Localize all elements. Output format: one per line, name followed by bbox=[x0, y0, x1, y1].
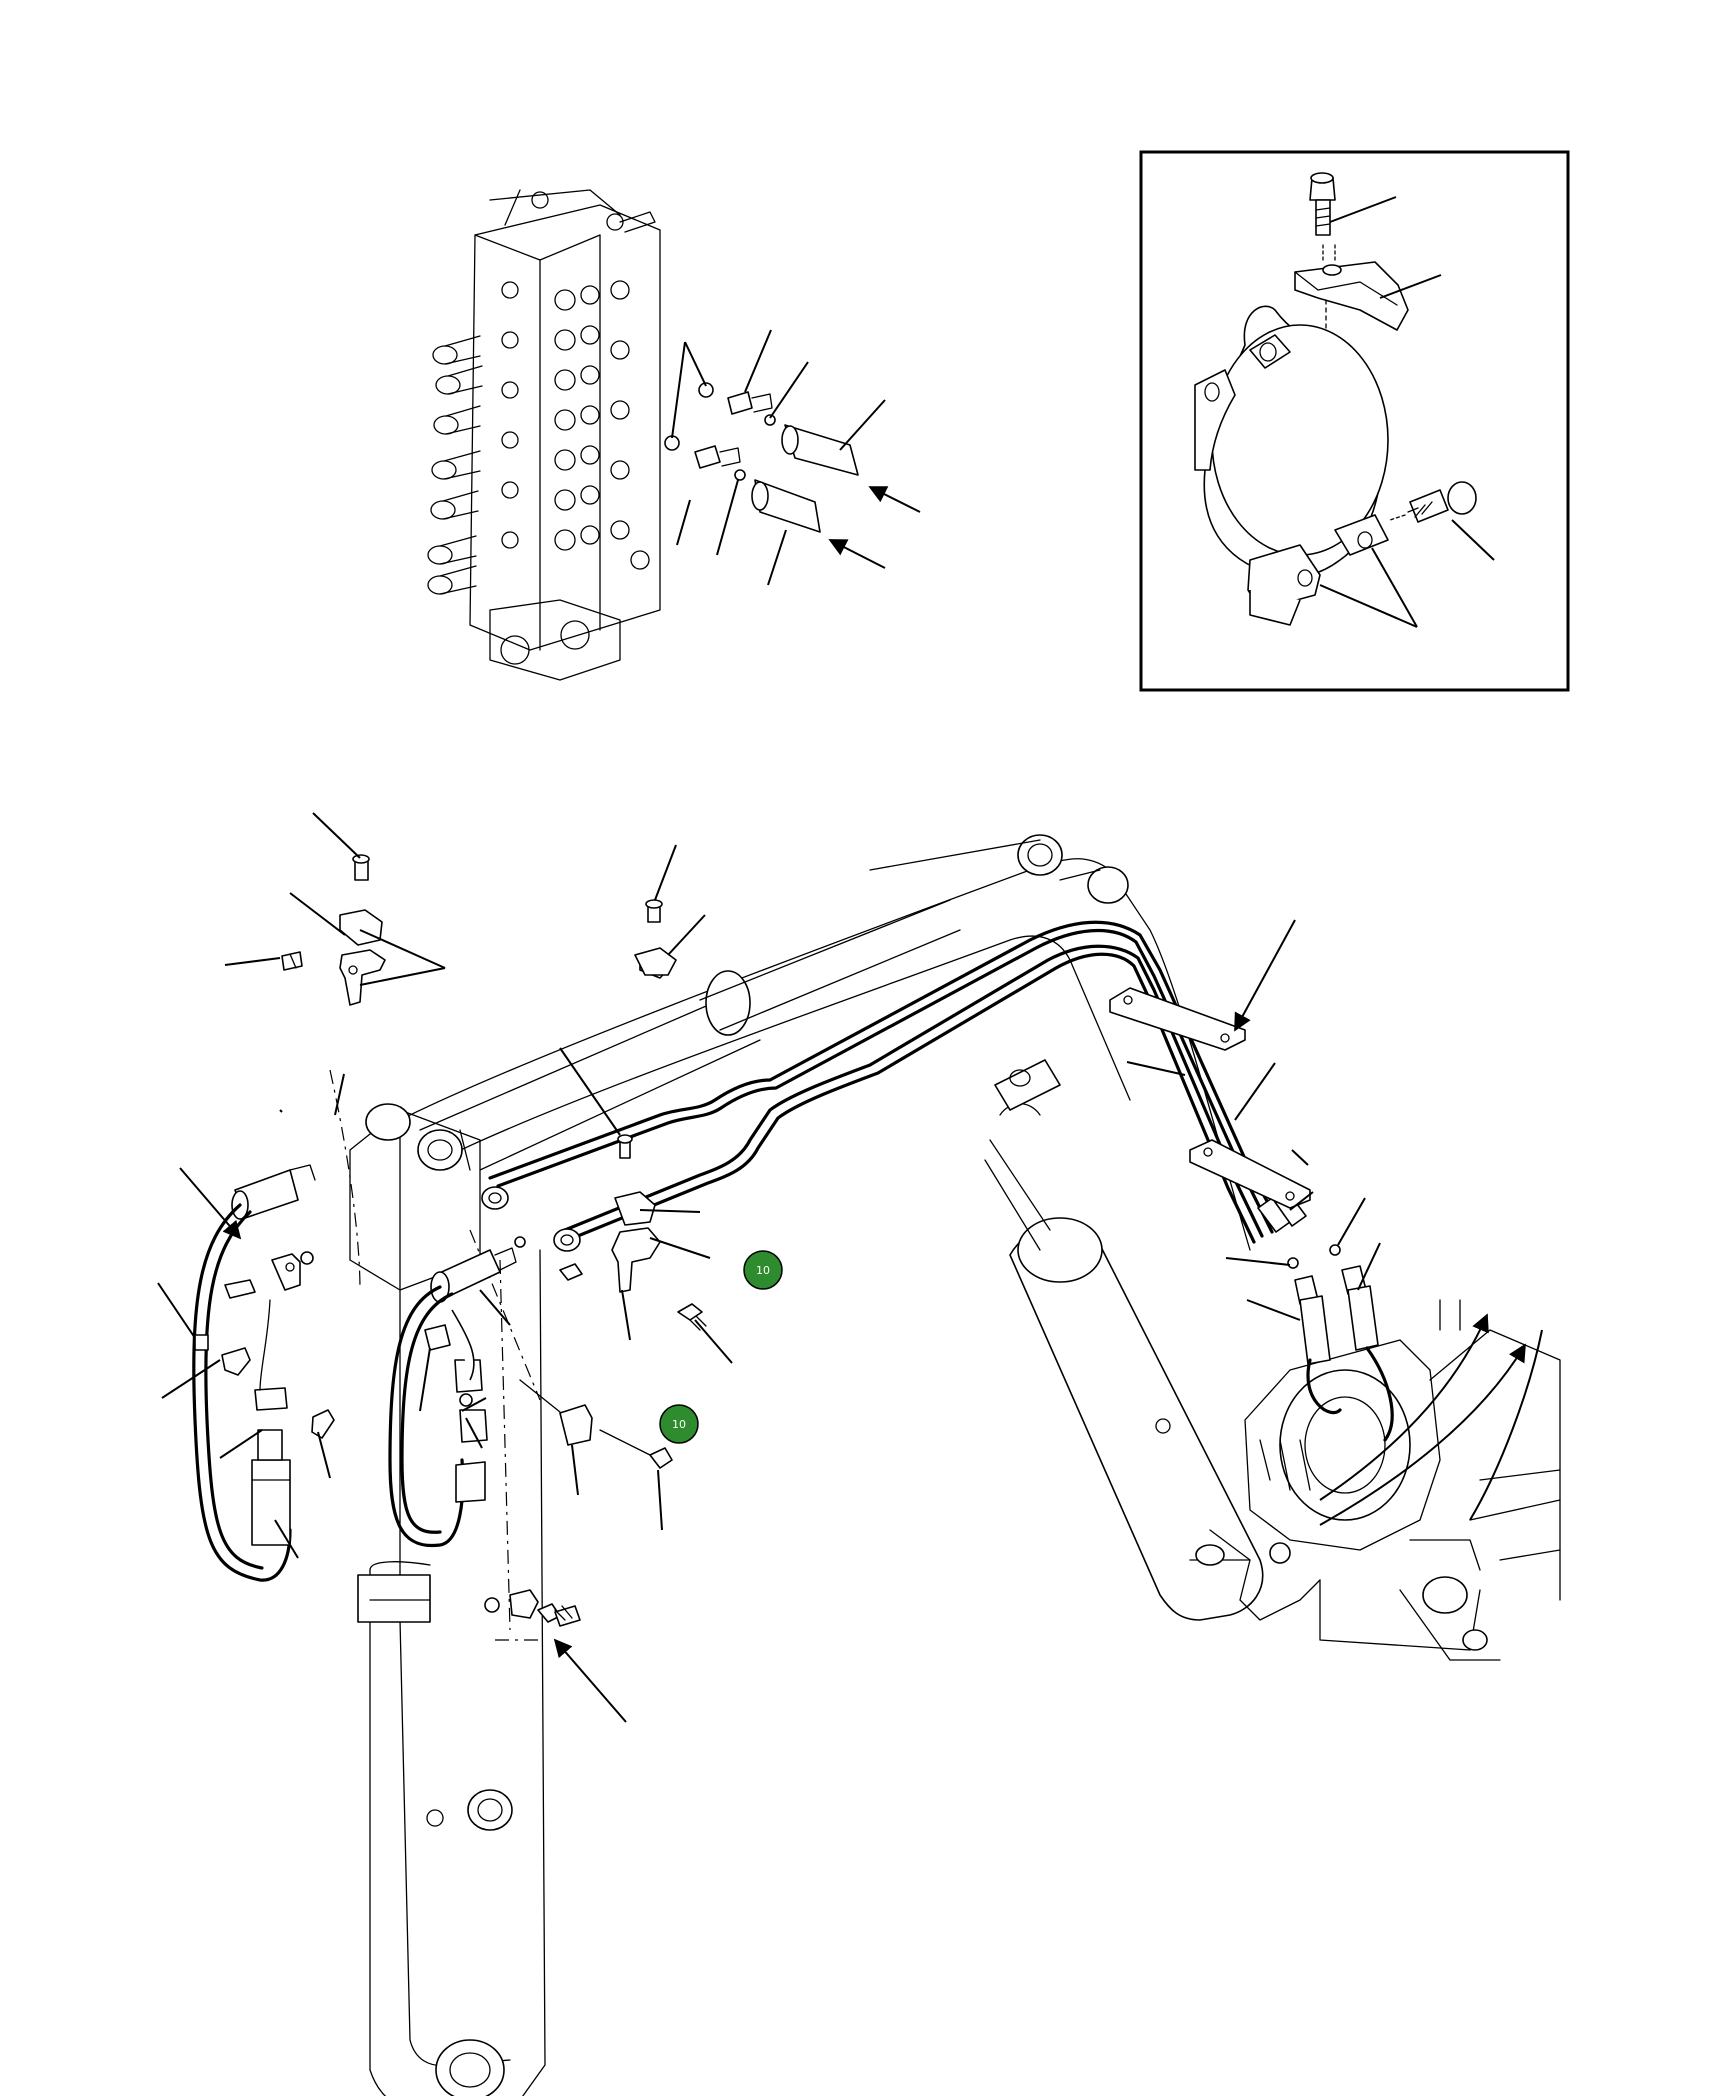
reference-badge: 10 bbox=[743, 1250, 783, 1290]
top-center-clip bbox=[634, 899, 677, 976]
upper-left-clamp bbox=[281, 854, 386, 1006]
middle-hose-assembly bbox=[388, 1236, 583, 1548]
control-valve-assembly bbox=[427, 189, 661, 681]
lower-clip bbox=[519, 1379, 673, 1469]
boom-cylinder bbox=[984, 1059, 1264, 1621]
valve-fittings bbox=[664, 382, 859, 533]
svg-text:10: 10 bbox=[672, 1418, 686, 1431]
bolt-top bbox=[1309, 172, 1336, 236]
center-clamp bbox=[611, 1134, 707, 1331]
svg-text:10: 10 bbox=[756, 1264, 770, 1277]
valve-spool-ends bbox=[427, 335, 483, 595]
clamp-detail-inset bbox=[1139, 150, 1570, 692]
reference-badge: 10 bbox=[659, 1404, 699, 1444]
bolt-right bbox=[1389, 481, 1477, 523]
valve-ports bbox=[501, 280, 650, 570]
hydraulic-tubes bbox=[488, 920, 1282, 1244]
tube-fittings bbox=[481, 1186, 1307, 1252]
arm bbox=[329, 1069, 546, 2096]
left-hose-assembly bbox=[192, 1164, 335, 1582]
swing-bracket bbox=[1209, 1299, 1561, 1661]
swing-bracket-fittings bbox=[1287, 1244, 1394, 1442]
arm-bottom-clip bbox=[484, 1589, 581, 1627]
